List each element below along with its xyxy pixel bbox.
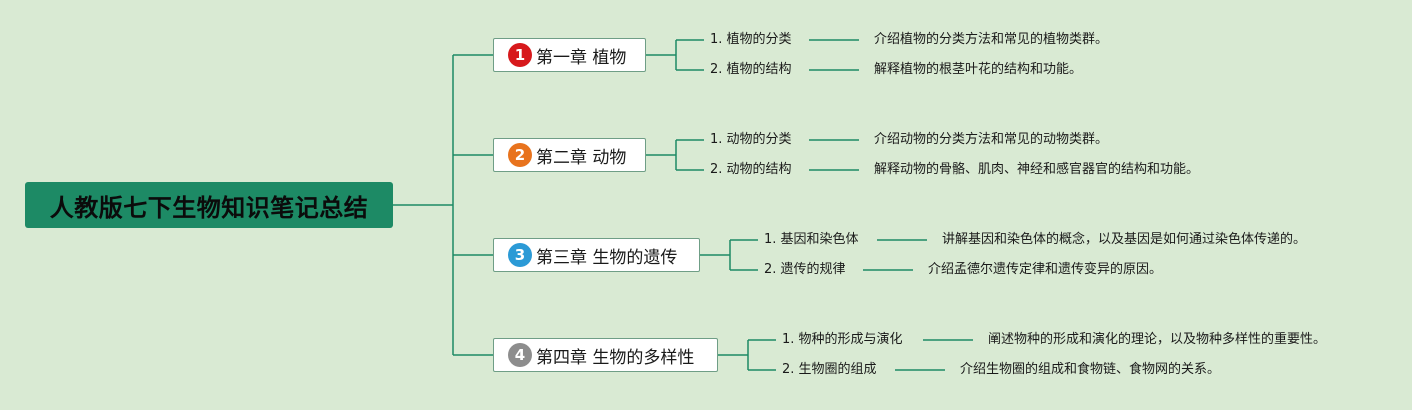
topic-description[interactable]: 介绍植物的分类方法和常见的植物类群。 <box>874 32 1109 47</box>
chapter-title: 第三章 生物的遗传 <box>536 247 678 268</box>
chapter-number-badge: 3 <box>508 243 532 267</box>
topic-description[interactable]: 解释动物的骨骼、肌肉、神经和感官器官的结构和功能。 <box>874 162 1200 177</box>
chapter-number-badge: 1 <box>508 43 532 67</box>
topic-label[interactable]: 1. 植物的分类 <box>710 32 792 47</box>
chapter-number-badge: 4 <box>508 343 532 367</box>
topic-description[interactable]: 介绍生物圈的组成和食物链、食物网的关系。 <box>960 362 1221 377</box>
topic-label[interactable]: 2. 动物的结构 <box>710 162 792 177</box>
topic-description[interactable]: 讲解基因和染色体的概念，以及基因是如何通过染色体传递的。 <box>942 232 1307 247</box>
topic-label[interactable]: 2. 植物的结构 <box>710 62 792 77</box>
topic-label[interactable]: 1. 基因和染色体 <box>764 232 859 247</box>
topic-description[interactable]: 阐述物种的形成和演化的理论，以及物种多样性的重要性。 <box>988 332 1327 347</box>
topic-label[interactable]: 2. 遗传的规律 <box>764 262 846 277</box>
topic-description[interactable]: 介绍动物的分类方法和常见的动物类群。 <box>874 132 1109 147</box>
root-topic[interactable]: 人教版七下生物知识笔记总结 <box>25 182 393 228</box>
chapter-title: 第二章 动物 <box>536 147 627 168</box>
chapter-title: 第一章 植物 <box>536 47 627 68</box>
topic-label[interactable]: 1. 动物的分类 <box>710 132 792 147</box>
topic-label[interactable]: 2. 生物圈的组成 <box>782 362 877 377</box>
topic-label[interactable]: 1. 物种的形成与演化 <box>782 332 903 347</box>
topic-description[interactable]: 解释植物的根茎叶花的结构和功能。 <box>874 62 1083 77</box>
chapter-title: 第四章 生物的多样性 <box>536 347 695 368</box>
topic-description[interactable]: 介绍孟德尔遗传定律和遗传变异的原因。 <box>928 262 1163 277</box>
chapter-number-badge: 2 <box>508 143 532 167</box>
